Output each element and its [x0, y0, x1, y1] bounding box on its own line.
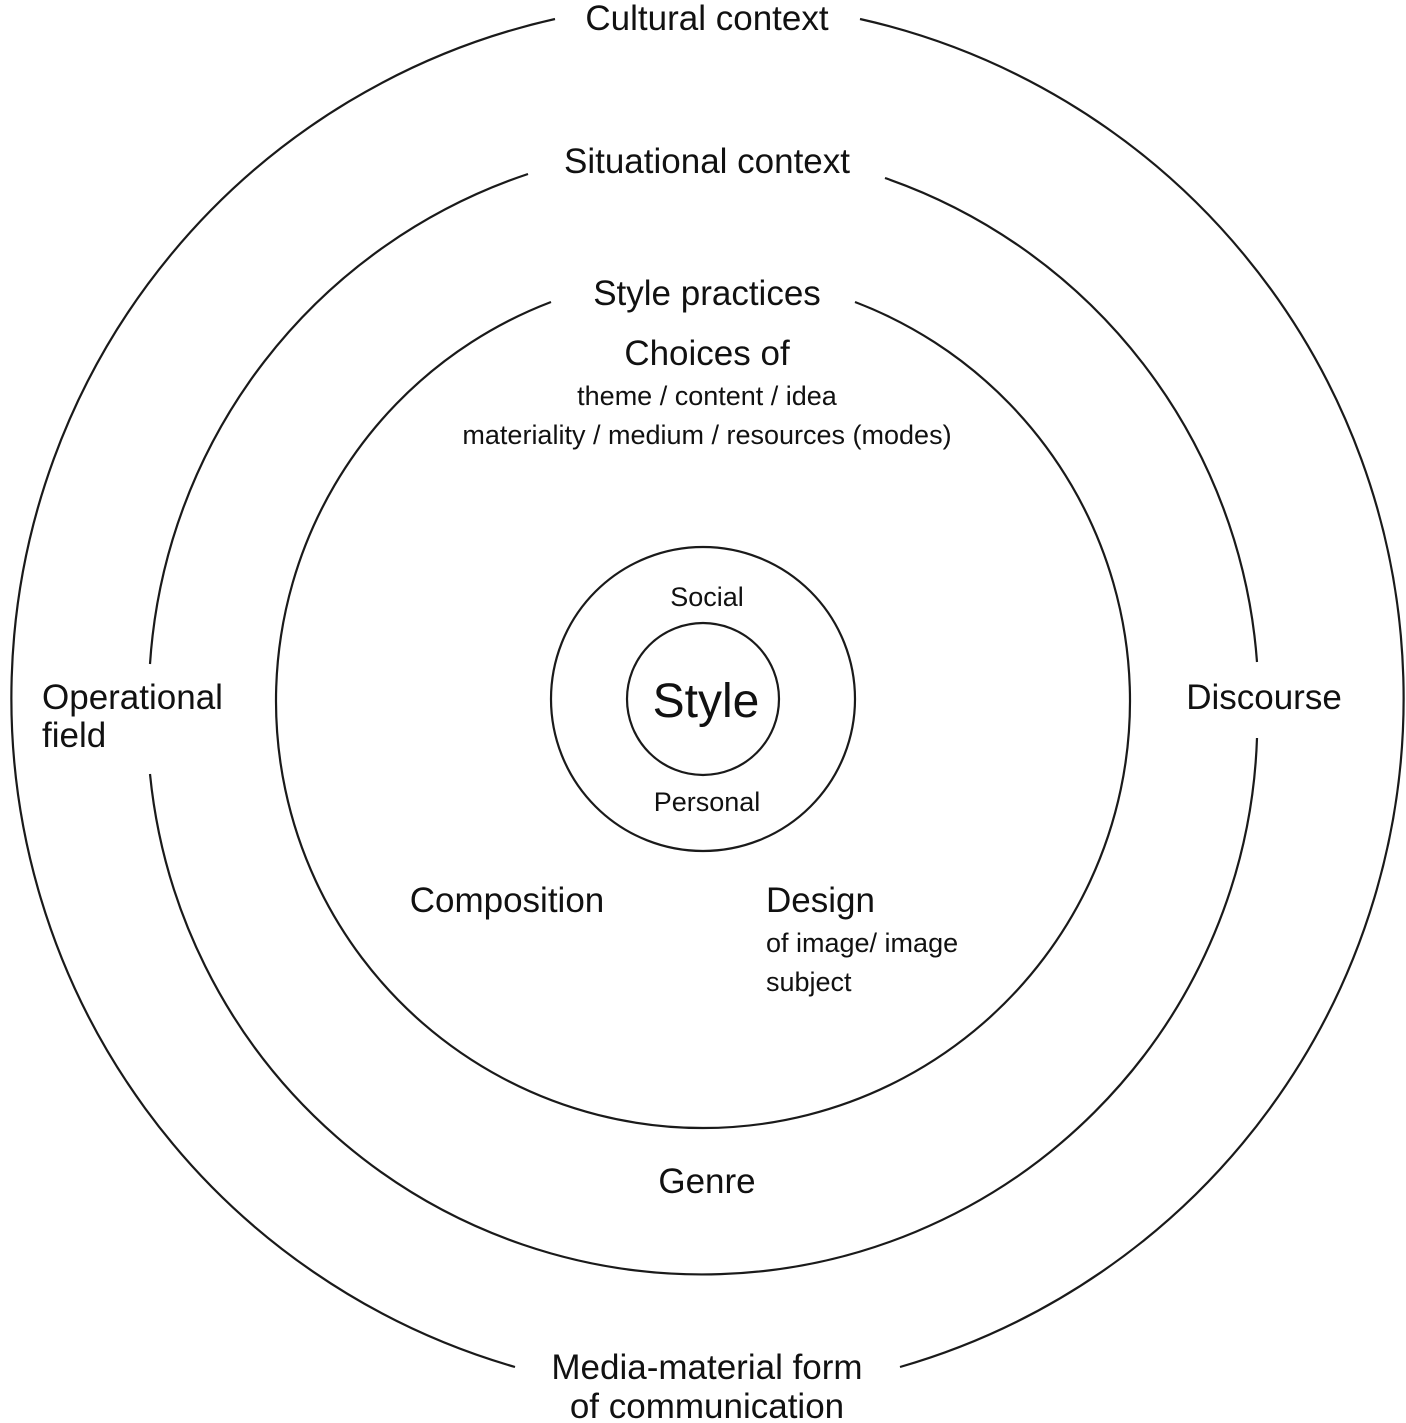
- operational-field-label-line1: Operational: [42, 678, 223, 717]
- choices-theme-line: theme / content / idea: [577, 381, 838, 411]
- social-label: Social: [670, 582, 744, 612]
- style-core-ring: [625, 621, 781, 777]
- personal-label: Personal: [654, 787, 761, 817]
- choices-of-heading: Choices of: [624, 334, 790, 373]
- social-personal-ring: [549, 545, 857, 853]
- discourse-label: Discourse: [1186, 678, 1342, 717]
- cultural-context-label: Cultural context: [585, 0, 828, 38]
- genre-label: Genre: [658, 1162, 755, 1201]
- design-heading: Design: [766, 881, 875, 920]
- design-subject-line: subject: [766, 967, 852, 997]
- choices-materiality-line: materiality / medium / resources (modes): [462, 420, 951, 450]
- design-image-line: of image/ image: [766, 928, 958, 958]
- cultural-context-ring: [10, 17, 1405, 1369]
- composition-label: Composition: [410, 881, 605, 920]
- style-practices-ring: [274, 300, 1132, 1130]
- of-communication-label: of communication: [570, 1387, 844, 1423]
- operational-field-label-line2: field: [42, 716, 106, 755]
- media-material-form-label: Media-material form: [551, 1348, 862, 1387]
- style-practices-label: Style practices: [593, 274, 821, 313]
- style-core-label: Style: [653, 675, 760, 728]
- situational-context-label: Situational context: [564, 142, 850, 181]
- situational-context-ring: [148, 172, 1259, 1276]
